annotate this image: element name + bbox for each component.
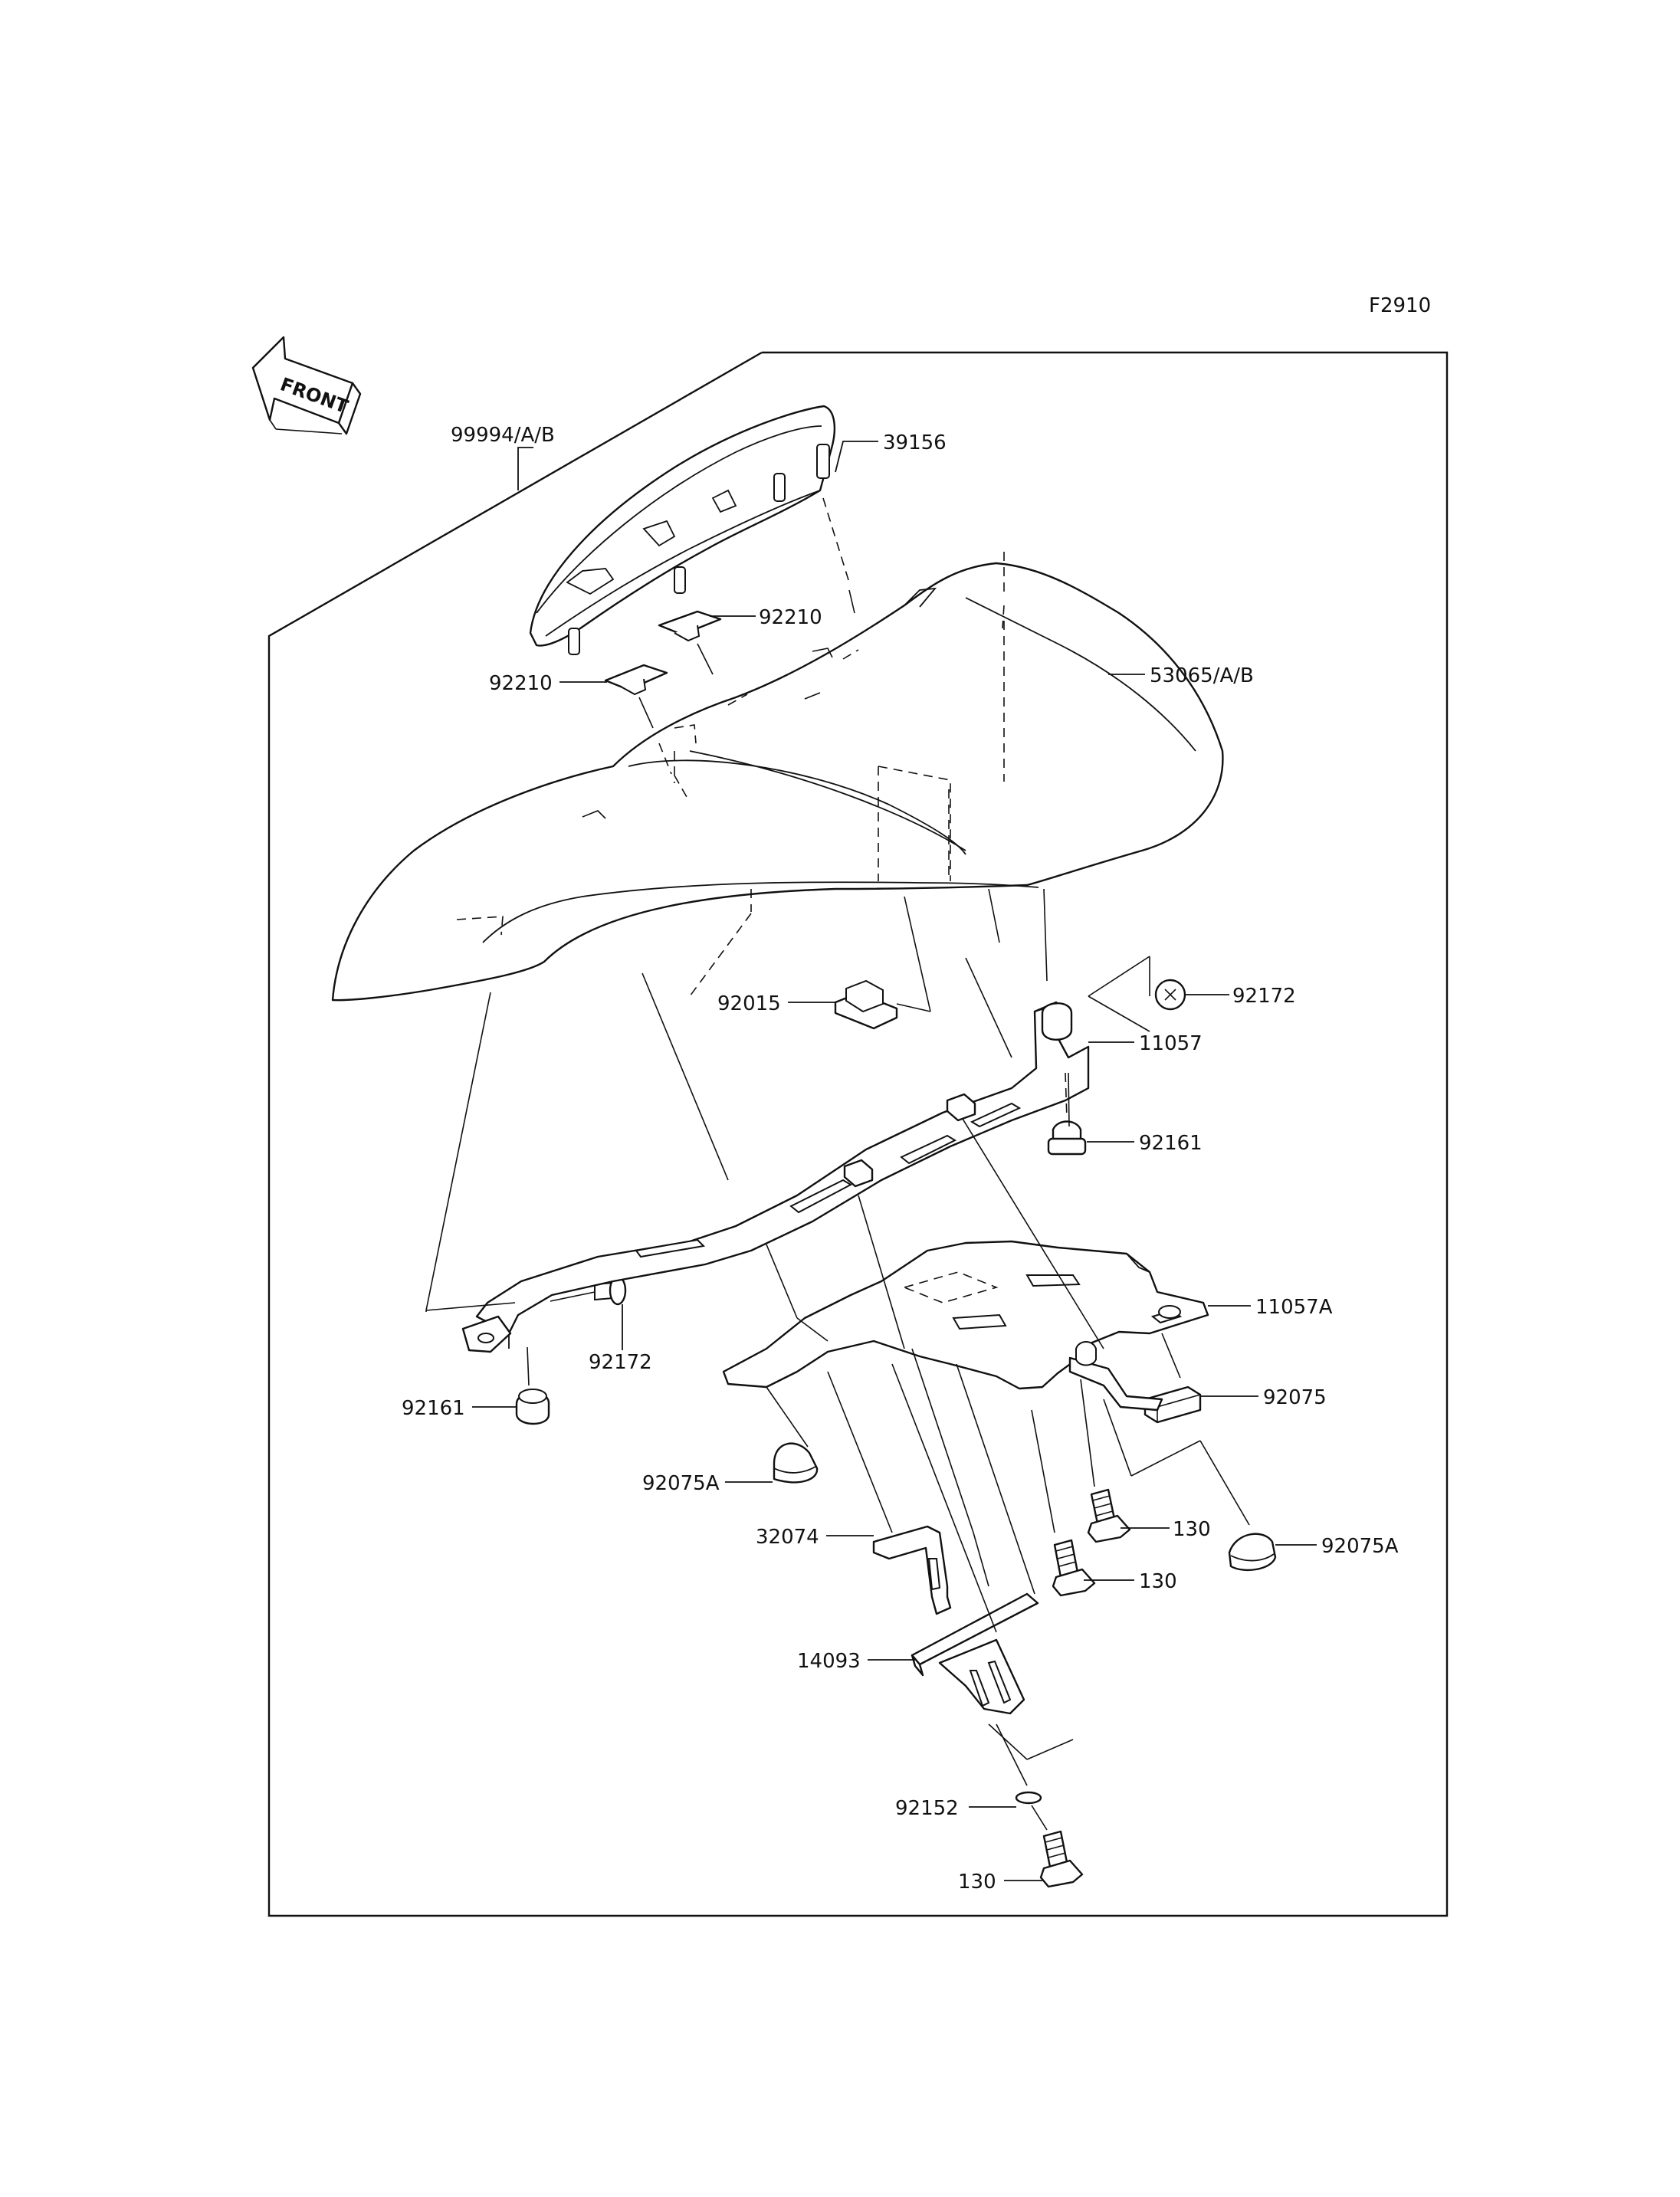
nut-92015 — [834, 979, 898, 1030]
callout-99994: 99994/A/B — [451, 424, 555, 490]
callout-92172-b: 92172 — [589, 1304, 652, 1374]
callout-14093: 14093 — [797, 1650, 915, 1673]
bracket-11057A — [722, 1240, 1209, 1412]
stay-32074 — [872, 1525, 952, 1615]
seat-stud — [568, 444, 830, 655]
plate-14093 — [911, 1592, 1039, 1715]
bracket-11057 — [461, 1001, 1090, 1353]
washer-92152 — [1015, 1791, 1042, 1805]
callout-92210-b: 92210 — [489, 672, 607, 695]
label-92075A-b: 92075A — [1321, 1535, 1399, 1558]
assembly-lines — [425, 497, 1250, 1831]
callout-32074: 32074 — [756, 1526, 874, 1549]
label-92161-a: 92161 — [1139, 1132, 1203, 1155]
label-92210-b: 92210 — [489, 672, 553, 695]
front-arrow-icon: FRONT — [251, 336, 362, 435]
label-53065: 53065/A/B — [1150, 664, 1254, 687]
callout-92161-a: 92161 — [1087, 1132, 1203, 1155]
label-92172-b: 92172 — [589, 1351, 652, 1374]
label-92075A-a: 92075A — [642, 1472, 720, 1495]
label-92075: 92075 — [1263, 1386, 1327, 1409]
damper-92161-a — [1047, 1120, 1087, 1156]
screw-92172-b — [594, 1275, 627, 1306]
damper-92161-b — [515, 1389, 550, 1425]
label-14093: 14093 — [797, 1650, 861, 1673]
label-92210-a: 92210 — [759, 606, 822, 629]
callout-92152: 92152 — [895, 1797, 1016, 1820]
screw-92172-a — [1154, 979, 1186, 1011]
callout-11057: 11057 — [1088, 1032, 1203, 1055]
callout-92172-a: 92172 — [1185, 985, 1296, 1008]
label-130-b: 130 — [1139, 1570, 1177, 1593]
figure-id: F2910 — [1369, 294, 1431, 317]
diagram-frame — [267, 351, 1449, 1917]
rubber-92075A-a — [773, 1442, 819, 1484]
label-92161-b: 92161 — [402, 1397, 465, 1420]
label-11057: 11057 — [1139, 1032, 1203, 1055]
label-39156: 39156 — [883, 431, 947, 454]
callout-92210-a: 92210 — [710, 606, 822, 629]
callout-130-b: 130 — [1084, 1570, 1177, 1593]
label-11057A: 11057A — [1255, 1296, 1333, 1319]
seat-cover-99994 — [529, 405, 836, 655]
label-99994: 99994/A/B — [451, 424, 555, 447]
rubber-92075A-b — [1228, 1533, 1277, 1572]
callout-92015: 92015 — [717, 992, 835, 1015]
label-130-a: 130 — [1173, 1518, 1211, 1541]
callout-92161-b: 92161 — [402, 1397, 517, 1420]
clip-92210-b — [658, 610, 722, 642]
label-32074: 32074 — [756, 1526, 819, 1549]
label-130-c: 130 — [958, 1871, 996, 1894]
label-92172-a: 92172 — [1232, 985, 1296, 1008]
bolt-130-a — [1087, 1488, 1131, 1543]
callout-92075: 92075 — [1200, 1386, 1327, 1409]
bolt-130-c — [1039, 1830, 1084, 1888]
callout-11057A: 11057A — [1208, 1296, 1333, 1319]
callout-92075A-a: 92075A — [642, 1472, 773, 1495]
callout-53065: 53065/A/B — [1108, 664, 1254, 687]
clip-92210-a — [604, 664, 668, 696]
callout-130-c: 130 — [958, 1871, 1042, 1894]
label-92015: 92015 — [717, 992, 781, 1015]
bolt-130-b — [1052, 1539, 1096, 1597]
callout-39156: 39156 — [835, 431, 947, 473]
callout-130-a: 130 — [1121, 1518, 1211, 1541]
callout-92075A-b: 92075A — [1275, 1535, 1399, 1558]
seat-cowl-53065 — [331, 562, 1224, 1002]
label-92152: 92152 — [895, 1797, 959, 1820]
